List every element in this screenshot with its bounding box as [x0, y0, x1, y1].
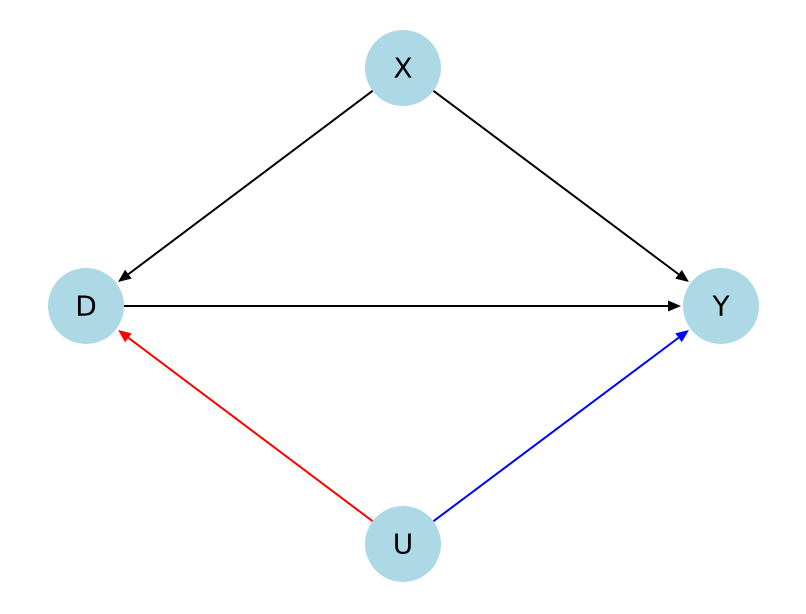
node-circle — [365, 506, 441, 582]
node-circle — [48, 268, 124, 344]
node-circle — [365, 30, 441, 106]
edge-d-to-y — [124, 300, 681, 312]
edge-x-to-y — [432, 89, 689, 283]
arrowhead-icon — [117, 269, 132, 282]
arrowhead-icon — [675, 269, 689, 283]
arrowhead-icon — [117, 330, 132, 343]
arrowhead-icon — [675, 329, 689, 343]
edge-u-to-y — [432, 329, 689, 523]
node-label: Y — [711, 290, 730, 323]
edge-line — [432, 89, 680, 276]
node-y: Y — [683, 268, 759, 344]
edge-x-to-d — [117, 90, 374, 282]
edges-layer — [117, 89, 689, 523]
node-u: U — [365, 506, 441, 582]
node-d: D — [48, 268, 124, 344]
node-label: X — [393, 52, 412, 85]
node-label: U — [393, 528, 414, 561]
edge-u-to-d — [117, 330, 374, 522]
edge-line — [127, 90, 374, 275]
arrowhead-icon — [668, 300, 681, 312]
node-label: D — [75, 290, 97, 323]
nodes-layer: X D Y U — [48, 30, 759, 582]
edge-line — [127, 337, 374, 522]
edge-line — [432, 336, 680, 523]
node-x: X — [365, 30, 441, 106]
node-circle — [683, 268, 759, 344]
